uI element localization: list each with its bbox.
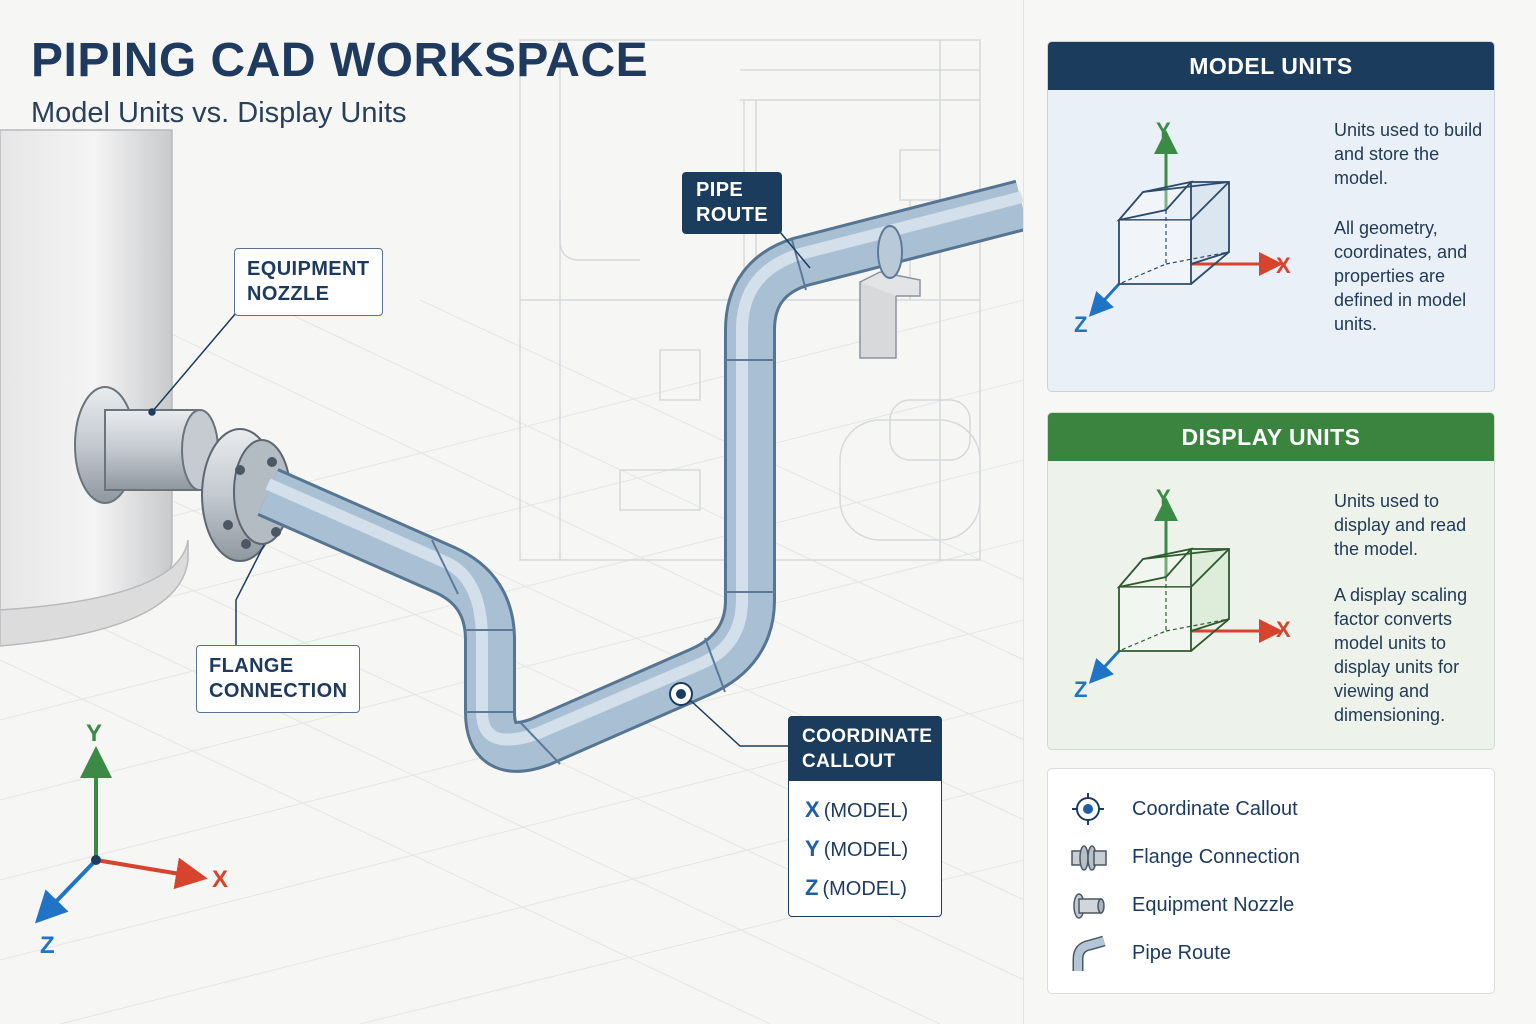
model-z-label: Z (1074, 312, 1088, 337)
page-subtitle: Model Units vs. Display Units (31, 97, 407, 129)
vessel (0, 129, 189, 647)
callout-line: CONNECTION (209, 680, 348, 702)
callout-line: PIPE (696, 179, 744, 201)
z-axis-label: Z (40, 932, 55, 959)
background-structure (519, 39, 981, 561)
flange-connection-callout: FLANGE CONNECTION (196, 645, 361, 713)
display-z-label: Z (1074, 677, 1088, 702)
nozzle-assembly (74, 386, 291, 562)
legend-label: Pipe Route (1132, 942, 1231, 964)
display-units-card: DISPLAY UNITS Y X Z Units used to displa… (1047, 412, 1495, 750)
axis-triad (34, 746, 208, 924)
y-axis-label: Y (86, 720, 103, 747)
model-units-lead: Units used to build and store the model. (1334, 120, 1483, 188)
display-units-title: DISPLAY UNITS (1048, 413, 1494, 461)
axis-unit: (MODEL) (823, 800, 909, 822)
display-x-label: X (1276, 617, 1291, 642)
axis-letter: Z (805, 875, 819, 900)
legend-item: Flange Connection (1070, 839, 1470, 879)
callout-line: EQUIPMENT (247, 258, 370, 280)
callout-line: NOZZLE (247, 283, 330, 305)
piping-scene (0, 39, 1024, 1024)
axis-unit: (MODEL) (822, 878, 907, 900)
model-units-title: MODEL UNITS (1048, 42, 1494, 90)
equipment-nozzle-icon (1073, 893, 1105, 919)
legend-label: Equipment Nozzle (1132, 894, 1295, 916)
model-units-description: All geometry, coordinates, and propertie… (1334, 218, 1468, 334)
page-title: PIPING CAD WORKSPACE (31, 34, 649, 87)
legend-item: Equipment Nozzle (1070, 887, 1470, 927)
legend-item: Coordinate Callout (1070, 791, 1470, 831)
model-cube-diagram (1088, 130, 1283, 317)
callout-line: FLANGE (209, 655, 294, 677)
equipment-nozzle-callout: EQUIPMENT NOZZLE (234, 248, 383, 316)
model-x-label: X (1276, 253, 1291, 278)
coordinate-row-y: Y(MODEL) (805, 830, 941, 869)
display-units-lead: Units used to display and read the model… (1334, 491, 1467, 559)
pipe-route (257, 179, 1024, 773)
axis-letter: X (805, 797, 820, 822)
model-y-label: Y (1156, 118, 1171, 143)
legend-item: Pipe Route (1070, 935, 1470, 975)
x-axis-label: X (212, 866, 229, 893)
legend-label: Flange Connection (1132, 846, 1300, 868)
pipe-route-icon (1072, 935, 1106, 971)
model-units-card: MODEL UNITS Y X Z Units used to build an… (1047, 41, 1495, 392)
display-y-label: Y (1156, 485, 1171, 510)
flange-connection-icon (1071, 845, 1107, 871)
axis-letter: Y (805, 836, 820, 861)
coordinate-callout-icon (1072, 793, 1104, 825)
callout-line: CALLOUT (802, 751, 896, 772)
pipe-route-callout: PIPE ROUTE (682, 172, 782, 234)
pipe-support (859, 271, 921, 359)
coordinate-rows: X(MODEL) Y(MODEL) Z(MODEL) (789, 781, 941, 916)
leader-lines (148, 231, 811, 747)
coordinate-marker (669, 682, 693, 706)
callout-line: COORDINATE (802, 726, 933, 747)
legend-label: Coordinate Callout (1132, 798, 1298, 820)
display-cube-diagram (1088, 497, 1283, 684)
coordinate-row-z: Z(MODEL) (805, 869, 941, 908)
coordinate-callout-box: COORDINATE CALLOUT X(MODEL) Y(MODEL) Z(M… (788, 716, 942, 917)
display-units-description: A display scaling factor converts model … (1334, 585, 1468, 725)
coordinate-row-x: X(MODEL) (805, 791, 941, 830)
legend: Coordinate Callout Flange Connection Equ… (1047, 768, 1495, 994)
callout-line: ROUTE (696, 204, 768, 226)
axis-unit: (MODEL) (823, 839, 909, 861)
coordinate-callout-title: COORDINATE CALLOUT (789, 717, 941, 781)
